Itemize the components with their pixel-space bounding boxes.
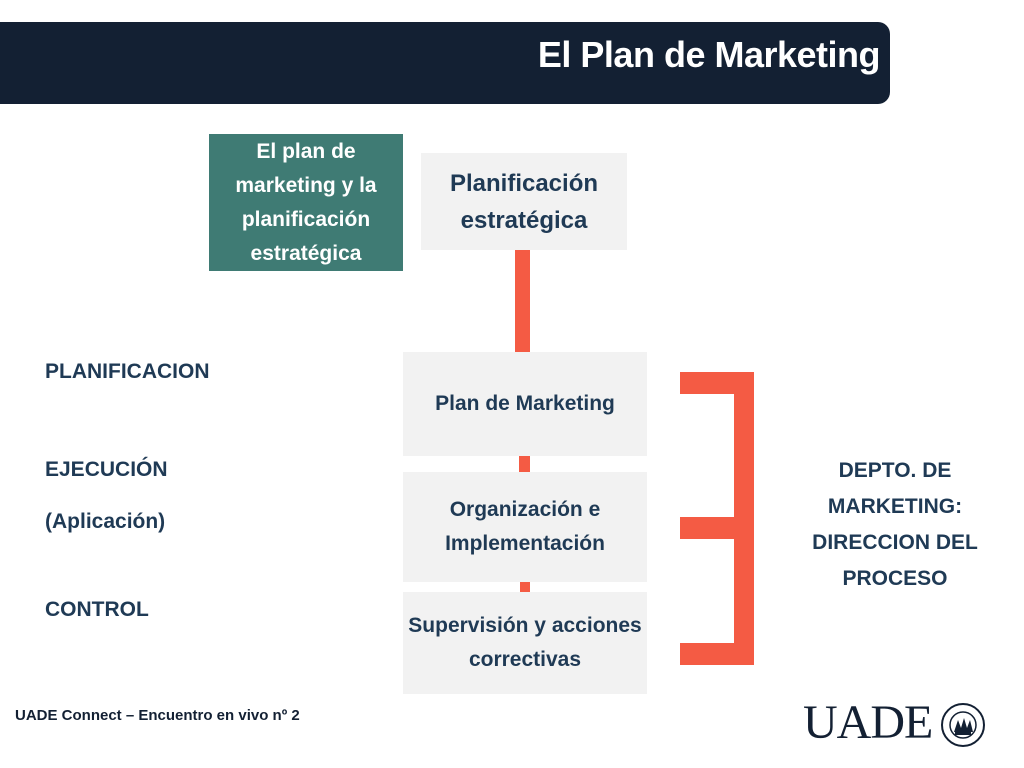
plan-and-strategy-box: El plan de marketing y la planificación … <box>209 134 403 271</box>
label-control: CONTROL <box>45 598 149 621</box>
bracket-middle-arm <box>680 517 754 539</box>
fundacion-uade-seal-icon <box>941 703 985 747</box>
label-planificacion: PLANIFICACION <box>45 360 210 383</box>
marketing-plan-box: Plan de Marketing <box>403 352 647 456</box>
supervision-box: Supervisión y acciones correctivas <box>403 592 647 694</box>
footer-text: UADE Connect – Encuentro en vivo nº 2 <box>15 707 300 724</box>
uade-logo: UADE <box>803 696 933 749</box>
title-bar: El Plan de Marketing <box>0 22 890 104</box>
label-ejecucion: EJECUCIÓN <box>45 458 168 481</box>
strategic-planning-box: Planificación estratégica <box>421 153 627 250</box>
page-title: El Plan de Marketing <box>537 34 881 75</box>
depto-marketing-label: DEPTO. DE MARKETING: DIRECCION DEL PROCE… <box>812 459 978 590</box>
label-aplicacion: (Aplicación) <box>45 510 166 533</box>
connector-bottom <box>520 582 530 592</box>
connector-top <box>515 250 530 352</box>
connector-middle <box>519 456 530 472</box>
bracket-bottom-arm <box>680 643 754 665</box>
organization-box: Organización e Implementación <box>403 472 647 582</box>
